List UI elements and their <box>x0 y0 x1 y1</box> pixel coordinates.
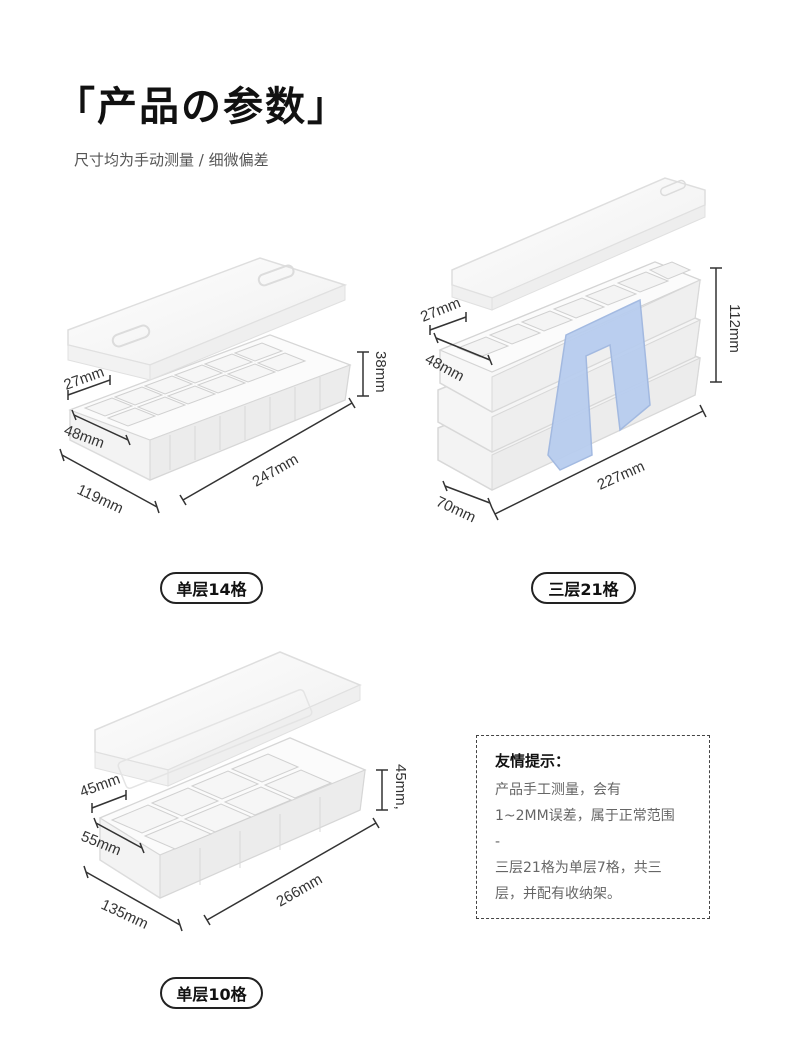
tray-14-image <box>67 257 352 481</box>
tray-14-height-label: 38mm <box>372 351 389 393</box>
page-title: 「产品の参数」 <box>55 84 349 130</box>
tips-box: 友情提示： 产品手工测量，会有 1~2MM误差，属于正常范围 - 三层21格为单… <box>476 735 710 919</box>
product-label-10: 单层10格 <box>160 977 263 1009</box>
tray-14-dimension-lines <box>59 351 369 514</box>
product-label-21: 三层21格 <box>531 572 636 604</box>
tray-10-width-label: 135mm <box>98 896 151 933</box>
tray-10-length-label: 266mm <box>274 871 326 911</box>
tray-21-image <box>437 177 706 491</box>
tips-line: 层，并配有收纳架。 <box>495 886 621 902</box>
tips-title: 友情提示： <box>495 752 571 770</box>
tray-21-cell-width-label: 27mm <box>418 294 463 325</box>
tray-10-image <box>94 651 367 899</box>
tray-10-height-label: 45mm, <box>392 764 409 810</box>
tray-21-cell-length-label: 48mm <box>422 351 467 386</box>
tips-line: 1~2MM误差，属于正常范围 <box>495 808 675 824</box>
tips-line: 三层21格为单层7格，共三 <box>495 860 662 876</box>
tips-line: - <box>495 834 501 850</box>
product-label-14: 单层14格 <box>160 572 263 604</box>
tray-10-dimension-lines <box>83 769 388 932</box>
tips-line: 产品手工测量，会有 <box>495 782 621 798</box>
tray-14-cell-width-label: 27mm <box>62 364 107 394</box>
tray-14-width-label: 119mm <box>74 481 126 517</box>
tray-14-cell-length-label: 48mm <box>62 422 107 452</box>
tray-14-length-label: 247mm <box>250 451 302 491</box>
page-subtitle: 尺寸均为手动测量 / 细微偏差 <box>74 151 269 169</box>
tray-10-cell-length-label: 55mm <box>79 828 124 859</box>
tray-21-dimension-lines <box>429 267 722 521</box>
tray-21-width-label: 70mm <box>433 493 478 526</box>
tray-21-height-label: 112mm <box>726 304 743 353</box>
tray-10-cell-width-label: 45mm <box>78 771 123 801</box>
tray-21-length-label: 227mm <box>595 458 648 494</box>
